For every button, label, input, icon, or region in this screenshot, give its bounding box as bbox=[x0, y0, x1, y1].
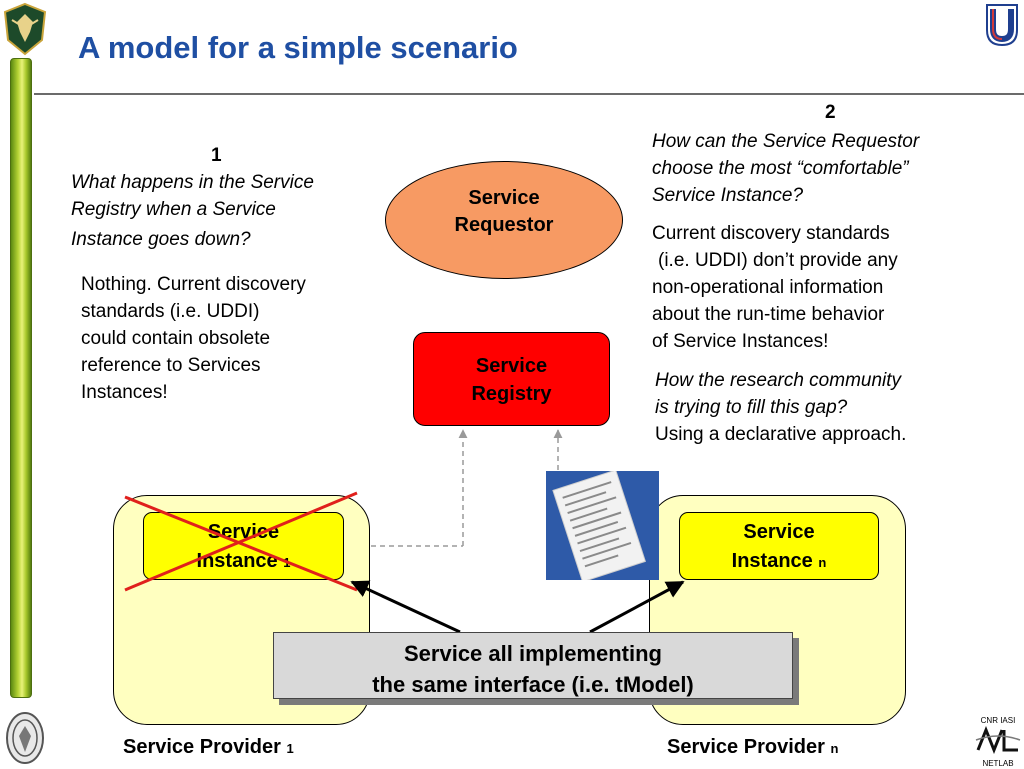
step-1-answer-line: Nothing. Current discovery bbox=[81, 274, 306, 295]
service-instance-n-line: Instance n bbox=[680, 547, 878, 577]
step-2-question-line: How can the Service Requestor bbox=[652, 131, 920, 152]
service-requestor-line: Requestor bbox=[454, 214, 554, 236]
service-instance-n-label: Instance bbox=[731, 550, 813, 572]
arrow-to-instance-1 bbox=[350, 580, 461, 634]
service-requestor-line: Service bbox=[468, 187, 540, 209]
step-2-research-answer: Using a declarative approach. bbox=[655, 424, 907, 445]
netlab-mark-icon bbox=[975, 725, 1021, 755]
page-title: A model for a simple scenario bbox=[78, 30, 518, 65]
document-picture bbox=[546, 471, 659, 580]
document-icon bbox=[546, 471, 659, 580]
service-instance-1-label: Instance bbox=[196, 550, 278, 572]
service-provider-1-text: Service Provider bbox=[123, 736, 281, 758]
step-1-answer-line: reference to Services bbox=[81, 355, 261, 376]
step-2-research-question-line: is trying to fill this gap? bbox=[655, 397, 848, 418]
step-2-question-line: choose the most “comfortable” bbox=[652, 158, 909, 179]
shared-interface-line: the same interface (i.e. tModel) bbox=[372, 672, 694, 697]
step-1-question-line: Instance goes down? bbox=[71, 229, 251, 250]
service-registry-line: Service bbox=[475, 355, 548, 377]
step-1-question: What happens in the Service Registry whe… bbox=[71, 169, 314, 253]
service-registry: Service Registry bbox=[413, 332, 610, 426]
netlab-logo: CNR IASI NETLAB bbox=[974, 716, 1022, 768]
service-provider-n-label: Service Provider n bbox=[667, 736, 838, 759]
service-provider-1-sub: 1 bbox=[286, 741, 294, 756]
step-2-research: How the research community is trying to … bbox=[655, 367, 906, 448]
step-2-answer-line: of Service Instances! bbox=[652, 331, 829, 352]
step-1-question-line: Registry when a Service bbox=[71, 199, 276, 220]
service-provider-n-text: Service Provider bbox=[667, 736, 825, 758]
step-2-number: 2 bbox=[825, 102, 836, 123]
step-2-question-line: Service Instance? bbox=[652, 185, 804, 206]
service-instance-n-sub: n bbox=[818, 555, 827, 570]
step-1-question-line: What happens in the Service bbox=[71, 172, 314, 193]
service-instance-n: Service Instance n bbox=[679, 512, 879, 580]
arrow-to-instance-n bbox=[589, 580, 685, 634]
service-requestor: Service Requestor bbox=[385, 161, 623, 279]
step-1-answer: Nothing. Current discovery standards (i.… bbox=[81, 271, 306, 406]
cross-line-b bbox=[124, 491, 358, 592]
service-provider-n-sub: n bbox=[830, 741, 839, 756]
step-2-answer-line: non-operational information bbox=[652, 277, 884, 298]
step-2-research-question-line: How the research community bbox=[655, 370, 902, 391]
step-2-answer-line: Current discovery standards bbox=[652, 223, 890, 244]
netlab-logo-top: CNR IASI bbox=[980, 716, 1016, 725]
step-2-answer-line: about the run-time behavior bbox=[652, 304, 885, 325]
service-registry-line: Registry bbox=[471, 383, 552, 405]
cross-line-a bbox=[124, 495, 358, 592]
eagle-crest-icon bbox=[3, 2, 47, 56]
step-2-answer: Current discovery standards (i.e. UDDI) … bbox=[652, 220, 898, 355]
step-2-answer-line: (i.e. UDDI) don’t provide any bbox=[658, 250, 898, 271]
step-1-answer-line: Instances! bbox=[81, 382, 168, 403]
u-shield-icon bbox=[986, 4, 1018, 47]
sidebar-bar bbox=[10, 58, 32, 698]
service-instance-n-line: Service bbox=[743, 521, 815, 543]
shared-interface-line: Service all implementing bbox=[404, 641, 662, 666]
step-1-answer-line: could contain obsolete bbox=[81, 328, 271, 349]
step-1-number: 1 bbox=[211, 145, 222, 166]
service-provider-1-label: Service Provider 1 bbox=[123, 736, 294, 759]
step-1-answer-line: standards (i.e. UDDI) bbox=[81, 301, 260, 322]
step-2-question: How can the Service Requestor choose the… bbox=[652, 128, 919, 209]
title-divider bbox=[34, 93, 1024, 95]
shared-interface-box: Service all implementing the same interf… bbox=[273, 632, 793, 699]
netlab-logo-bottom: NETLAB bbox=[982, 759, 1014, 768]
seal-icon bbox=[6, 712, 44, 764]
